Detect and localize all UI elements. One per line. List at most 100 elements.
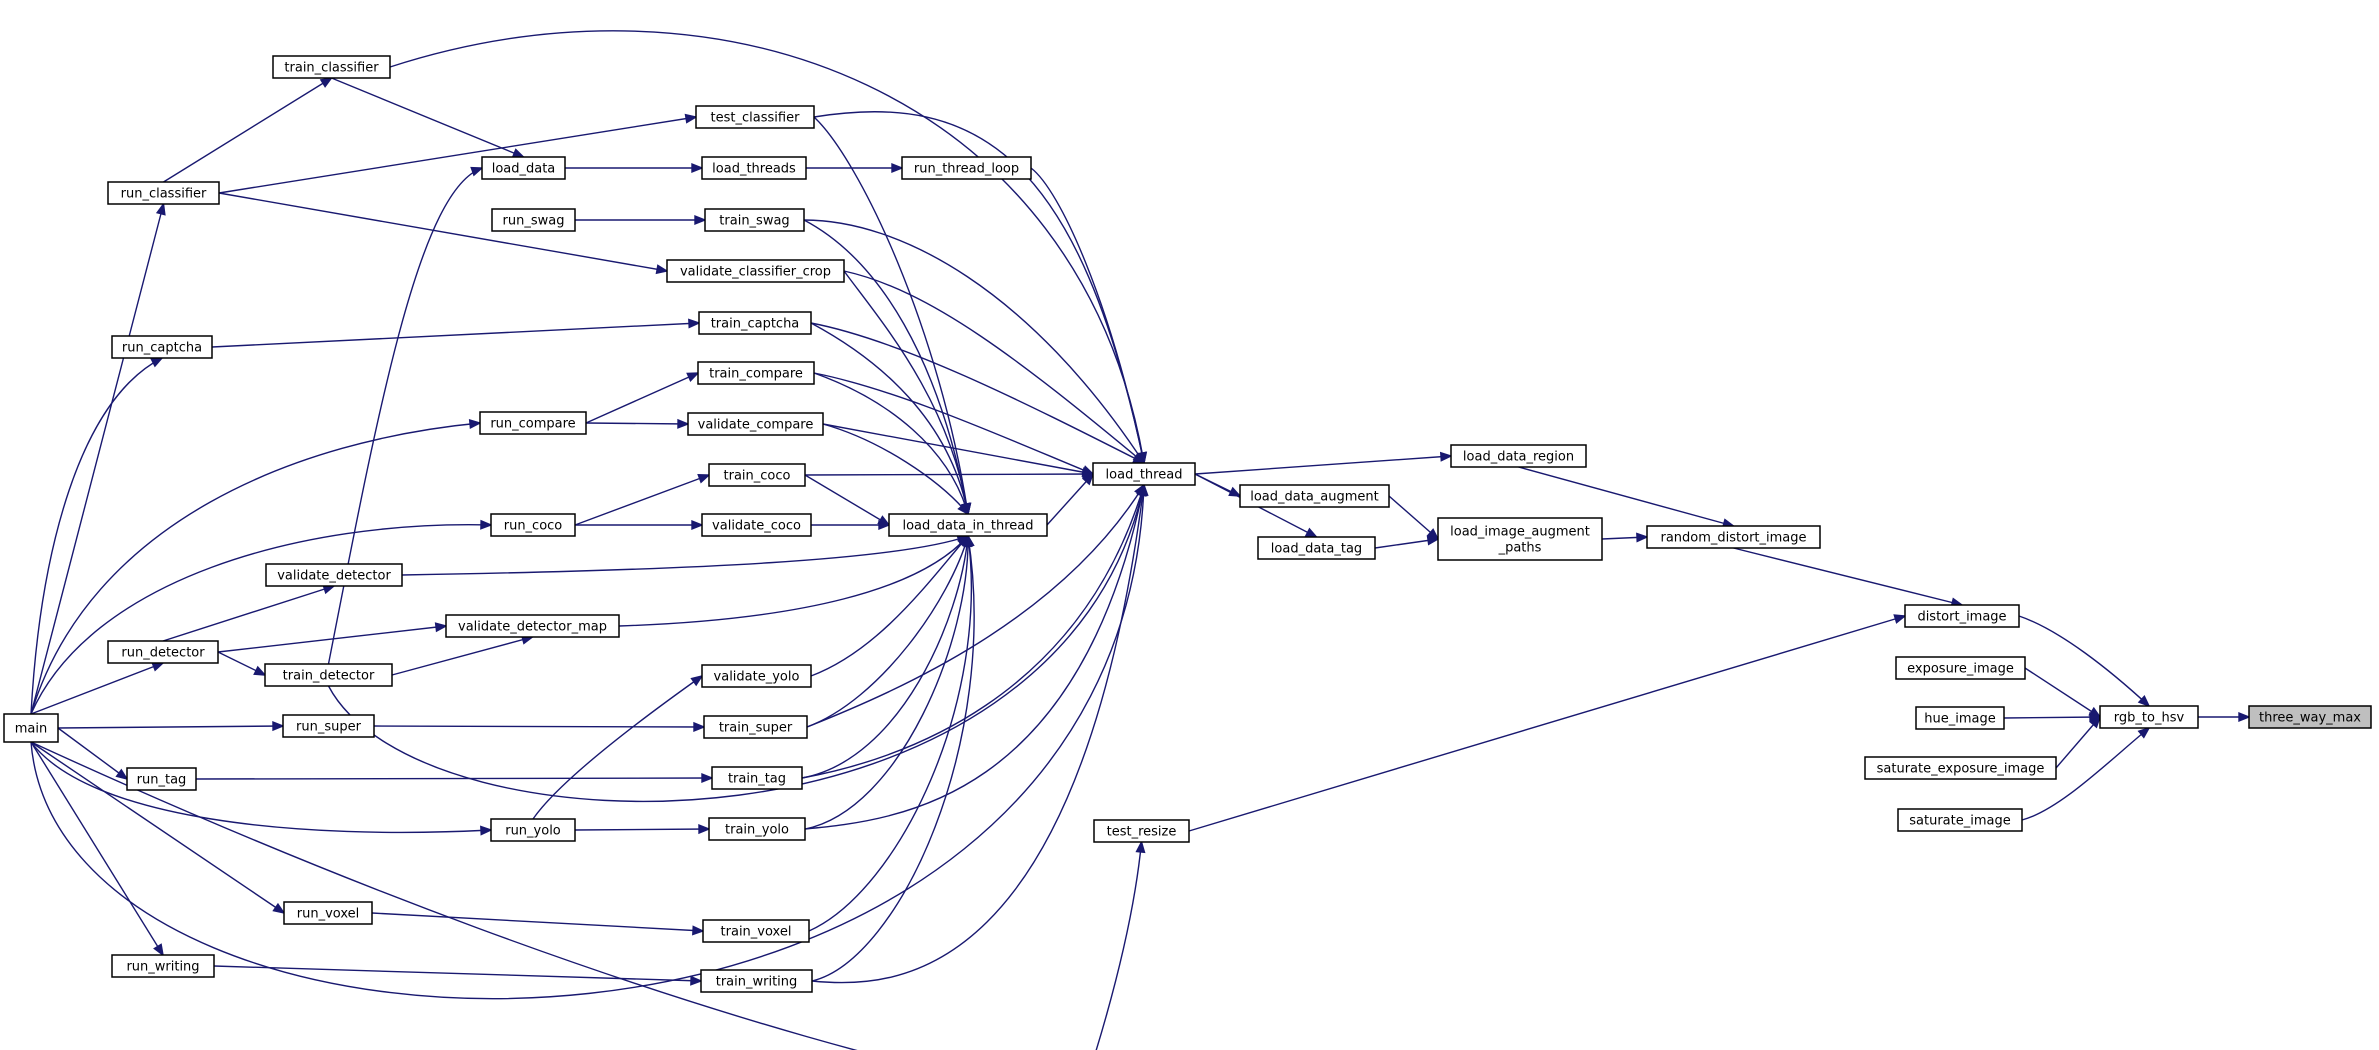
arrowhead: [693, 721, 706, 733]
node-train-detector[interactable]: train_detector: [264, 663, 393, 687]
edge-run_compare-to-main: [30, 418, 482, 715]
edge-load_data-to-train_classifier: [331, 77, 526, 158]
arrowhead: [434, 622, 448, 633]
node-label: train_voxel: [721, 925, 792, 940]
node-distort-image[interactable]: distort_image: [1904, 604, 2020, 628]
node-train-captcha[interactable]: train_captcha: [698, 311, 812, 335]
node-label: train_super: [719, 721, 793, 736]
node-saturate-exposure-image[interactable]: saturate_exposure_image: [1864, 756, 2057, 780]
node-run-swag[interactable]: run_swag: [491, 208, 576, 232]
node-run-yolo[interactable]: run_yolo: [490, 818, 576, 842]
node-label: hue_image: [1924, 712, 1995, 727]
node-label: test_classifier: [711, 111, 801, 126]
node-train-yolo[interactable]: train_yolo: [708, 817, 806, 841]
node-train-super[interactable]: train_super: [703, 715, 808, 739]
node-main[interactable]: main: [3, 713, 59, 743]
call-graph-nodes: main run_classifier train_classifier run_ca…: [3, 55, 2372, 993]
node-label: distort_image: [1917, 610, 2006, 625]
node-saturate-image[interactable]: saturate_image: [1897, 808, 2023, 832]
node-label: validate_yolo: [714, 670, 800, 685]
edge-load_thread-to-run_thread_loop: [1030, 167, 1147, 465]
node-label: train_compare: [709, 367, 803, 382]
edge-load_data_region-to-load_thread: [1194, 451, 1453, 475]
edge-test_classifier-to-run_classifier: [218, 113, 698, 194]
arrowhead: [2238, 711, 2251, 723]
node-run-captcha[interactable]: run_captcha: [111, 335, 213, 359]
edge-run_detector-to-main: [30, 662, 165, 715]
edge-run_classifier-to-main: [30, 202, 166, 715]
node-run-compare[interactable]: run_compare: [479, 411, 587, 435]
node-load-data-region[interactable]: load_data_region: [1450, 444, 1587, 468]
edge-load_data_in_thread-to-validate_classifier_crop: [843, 270, 972, 516]
node-hue-image[interactable]: hue_image: [1915, 706, 2005, 730]
edge-run_tag-to-main: [57, 727, 129, 781]
node-label: main: [15, 722, 47, 737]
node-validate-detector-map[interactable]: validate_detector_map: [445, 614, 620, 638]
node-run-voxel[interactable]: run_voxel: [283, 901, 373, 925]
node-load-data-augment[interactable]: load_data_augment: [1239, 484, 1390, 508]
node-load-data-in-thread[interactable]: load_data_in_thread: [888, 513, 1048, 537]
node-label: rgb_to_hsv: [2114, 711, 2185, 726]
node-random-distort-image[interactable]: random_distort_image: [1646, 525, 1821, 549]
node-run-coco[interactable]: run_coco: [490, 513, 576, 537]
node-load-thread[interactable]: load_thread: [1092, 462, 1196, 486]
node-exposure-image[interactable]: exposure_image: [1895, 656, 2026, 680]
node-label: validate_detector: [277, 569, 391, 584]
node-test-resize[interactable]: test_resize: [1093, 819, 1190, 843]
node-load-image-augment-paths[interactable]: load_image_augment_paths: [1437, 517, 1603, 561]
node-train-compare[interactable]: train_compare: [697, 361, 815, 385]
node-rgb-to-hsv[interactable]: rgb_to_hsv: [2099, 705, 2199, 729]
node-label: exposure_image: [1907, 662, 2014, 677]
node-label: train_yolo: [725, 823, 789, 838]
edge-validate_detector_map-to-run_detector: [217, 622, 448, 653]
node-load-data[interactable]: load_data: [481, 156, 566, 180]
arrowhead: [964, 534, 975, 548]
edge-load_thread-to-main: [30, 483, 1149, 1000]
node-run-tag[interactable]: run_tag: [126, 767, 197, 791]
node-label: run_thread_loop: [914, 162, 1019, 177]
arrowhead: [891, 162, 904, 174]
node-test-classifier[interactable]: test_classifier: [695, 105, 815, 129]
node-validate-classifier-crop[interactable]: validate_classifier_crop: [666, 259, 845, 283]
edge-load_data_in_thread-to-validate_compare: [822, 423, 970, 516]
edge-train_captcha-to-run_captcha: [211, 318, 701, 348]
edge-load_thread-to-train_captcha: [810, 322, 1146, 464]
edge-distort_image-to-test_resize: [1188, 614, 1907, 832]
node-load-data-tag[interactable]: load_data_tag: [1257, 536, 1376, 560]
node-train-voxel[interactable]: train_voxel: [702, 919, 810, 943]
edge-run_voxel-to-main: [30, 741, 286, 915]
node-validate-detector[interactable]: validate_detector: [265, 563, 403, 587]
edge-load_thread-to-train_classifier: [389, 30, 1148, 465]
arrowhead: [1304, 527, 1319, 538]
edge-rgb_to_hsv-to-saturate_exposure_image: [2055, 715, 2102, 769]
node-validate-yolo[interactable]: validate_yolo: [701, 664, 812, 688]
node-label: load_thread: [1106, 468, 1183, 483]
arrowhead: [480, 519, 493, 530]
edge-load_image_augment_paths-to-load_data_augment: [1388, 495, 1440, 541]
node-train-coco[interactable]: train_coco: [708, 463, 806, 487]
node-run-thread-loop[interactable]: run_thread_loop: [901, 156, 1032, 180]
edge-rgb_to_hsv-to-hue_image: [2003, 712, 2102, 723]
node-train-classifier[interactable]: train_classifier: [272, 55, 391, 79]
edge-load_data_in_thread-to-train_coco: [804, 474, 891, 526]
node-three-way-max[interactable]: three_way_max: [2248, 705, 2372, 729]
node-load-threads[interactable]: load_threads: [701, 156, 807, 180]
arrowhead: [253, 665, 267, 676]
edge-three_way_max-to-rgb_to_hsv: [2198, 711, 2251, 723]
edge-load_data_in_thread-to-validate_detector: [401, 534, 970, 576]
arrowhead: [691, 162, 704, 174]
arrowhead: [2089, 715, 2102, 729]
node-validate-compare[interactable]: validate_compare: [687, 412, 824, 436]
node-train-writing[interactable]: train_writing: [700, 969, 813, 993]
node-label: run_classifier: [121, 187, 207, 202]
node-train-tag[interactable]: train_tag: [711, 766, 803, 790]
edge-run_thread_loop-to-load_threads: [806, 162, 904, 174]
node-run-writing[interactable]: run_writing: [111, 954, 215, 978]
node-run-classifier[interactable]: run_classifier: [107, 181, 220, 205]
node-validate-coco[interactable]: validate_coco: [701, 513, 812, 537]
node-label: run_yolo: [505, 824, 561, 839]
node-run-super[interactable]: run_super: [282, 714, 375, 738]
node-train-swag[interactable]: train_swag: [704, 208, 805, 232]
node-run-detector[interactable]: run_detector: [107, 640, 219, 664]
arrowhead: [1228, 486, 1242, 497]
